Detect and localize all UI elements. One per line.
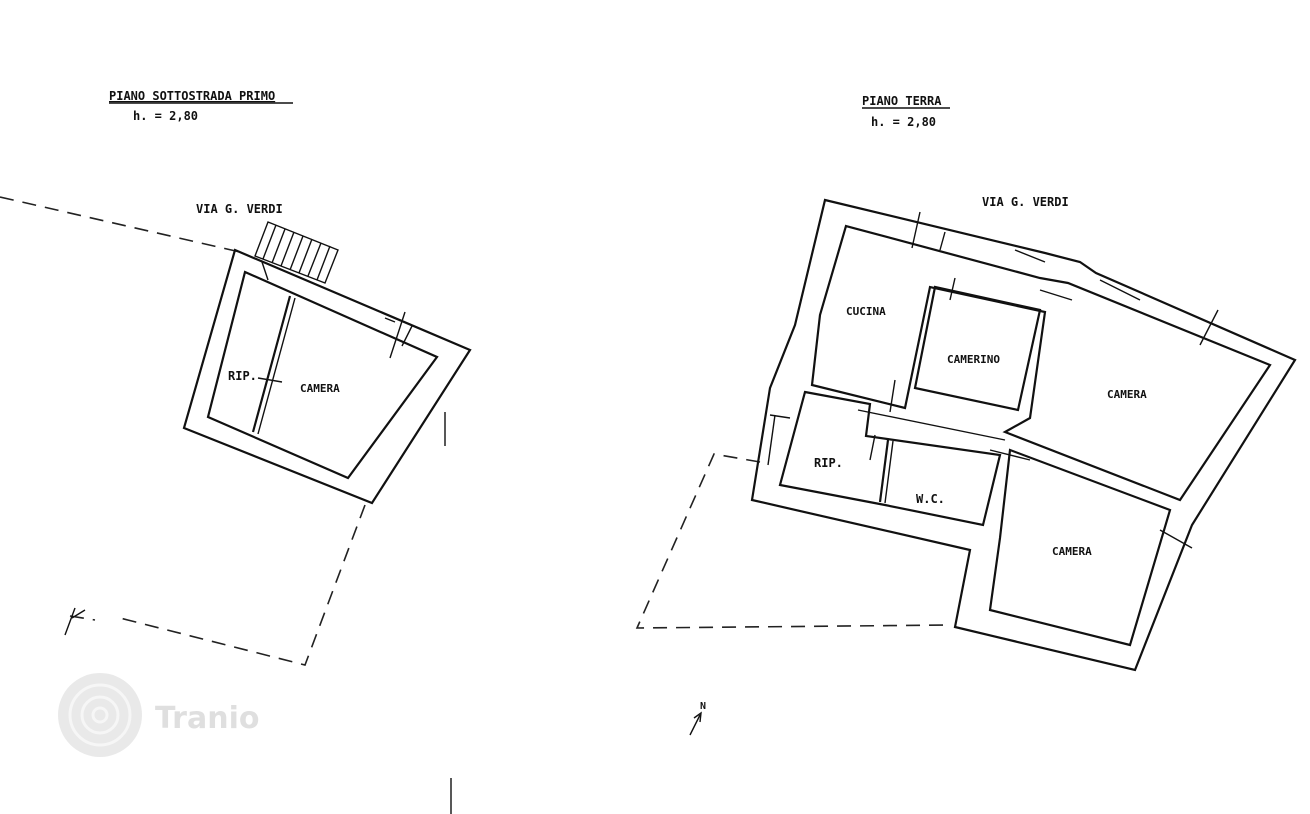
left-plan-title: PIANO SOTTOSTRADA PRIMO: [109, 89, 275, 103]
tranio-watermark: Tranio: [58, 673, 259, 757]
right-room-camera-2: CAMERA: [1052, 545, 1092, 558]
left-room-camera: CAMERA: [300, 382, 340, 395]
right-plan-height: h. = 2,80: [871, 115, 936, 129]
right-room-wc: W.C.: [916, 492, 945, 506]
right-room-camera-1: CAMERA: [1107, 388, 1147, 401]
left-room-rip: RIP.: [228, 369, 257, 383]
north-arrow-icon: N: [689, 701, 706, 736]
right-room-cucina: CUCINA: [846, 305, 886, 318]
right-room-rip: RIP.: [814, 456, 843, 470]
svg-text:N: N: [700, 701, 706, 712]
left-plan-height: h. = 2,80: [133, 109, 198, 123]
left-property-boundary: [0, 196, 366, 666]
left-street-label: VIA G. VERDI: [196, 202, 283, 216]
right-building-walls: [750, 198, 1297, 672]
left-rip-arrow: [257, 377, 283, 383]
right-street-label: VIA G. VERDI: [982, 195, 1069, 209]
right-property-boundary: [635, 453, 953, 629]
left-boundary-end-mark: [64, 607, 86, 636]
left-stairs: [254, 221, 339, 284]
left-building-walls: [182, 248, 472, 505]
right-room-camerino: CAMERINO: [947, 353, 1000, 366]
watermark-text: Tranio: [155, 701, 259, 736]
right-plan-title: PIANO TERRA: [862, 94, 942, 108]
